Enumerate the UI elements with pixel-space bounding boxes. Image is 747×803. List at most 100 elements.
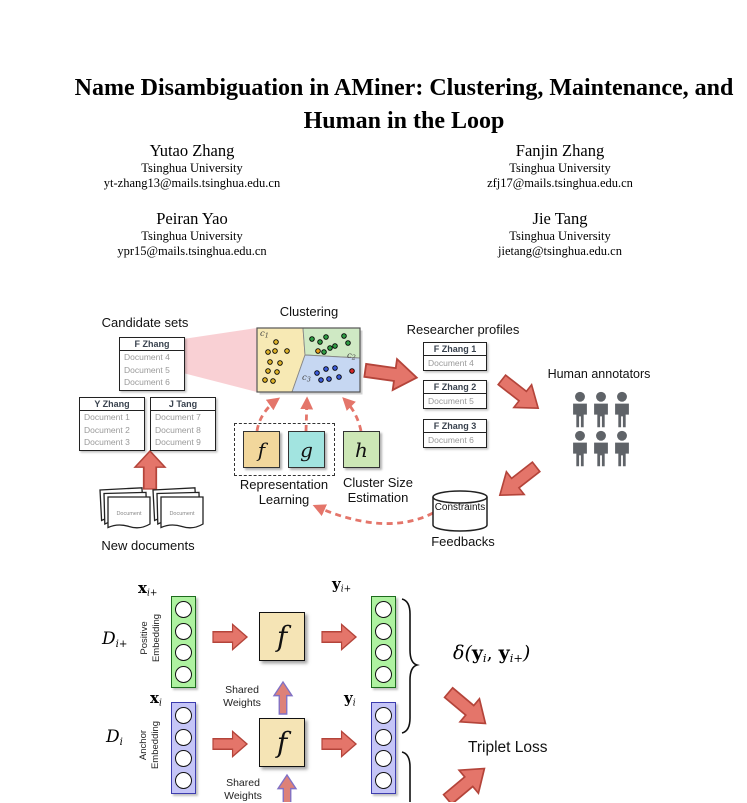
- author-email: ypr15@mails.tsinghua.edu.cn: [117, 243, 267, 258]
- human-annotators-icons: [573, 391, 629, 467]
- anchor-embedding-label: Anchor Embedding: [138, 720, 161, 770]
- profile-card-f-zhang-3: F Zhang 3 Document 6: [423, 419, 487, 448]
- author-affiliation: Tsinghua University: [141, 229, 243, 243]
- arrow-positive-input: [212, 623, 248, 651]
- clustering-label: Clustering: [279, 304, 339, 319]
- card-row: Document 6: [124, 377, 170, 387]
- arrow-anchor-output: [321, 730, 357, 758]
- function-box-f-anchor: f: [259, 718, 305, 767]
- document-stack-right: Document: [152, 487, 204, 529]
- arrow-newdocs-to-candidates: [134, 450, 166, 490]
- card-row: Document 8: [155, 424, 201, 435]
- arrow-annotators-to-constraints: [490, 454, 546, 508]
- dashed-arrow-f-to-clustering: [255, 397, 281, 432]
- document-stack-right-label: Document: [169, 511, 195, 517]
- representation-learning-group-box: [234, 423, 335, 476]
- paper-title: Name Disambiguation in AMiner: Clusterin…: [8, 72, 747, 138]
- arrow-bottom-to-tripletloss: [437, 756, 495, 802]
- clustering-plot: [256, 327, 363, 395]
- shared-weights-arrow-bottom: [277, 774, 297, 802]
- triplet-loss-label: Triplet Loss: [468, 739, 548, 756]
- researcher-profiles-label: Researcher profiles: [406, 322, 520, 337]
- card-title: J Tang: [151, 398, 215, 411]
- card-title: F Zhang: [120, 338, 184, 351]
- shared-weights-label-bottom: Shared Weights: [224, 777, 262, 802]
- output-vector-anchor-label: yi: [344, 689, 356, 709]
- dashed-arrow-constraints-to-learning: [312, 504, 434, 525]
- anchor-input-vector: [171, 702, 196, 794]
- zoom-beam: [183, 328, 257, 392]
- document-stack-left: Document: [99, 487, 151, 529]
- card-row: Document 4: [428, 358, 474, 368]
- cluster-label-c3: c3: [302, 373, 311, 384]
- profile-card-f-zhang-1: F Zhang 1 Document 4: [423, 342, 487, 371]
- cluster-dots: [262, 333, 355, 384]
- candidate-sets-label: Candidate sets: [101, 315, 189, 330]
- author-block-jie-tang: Jie Tang Tsinghua University jietang@tsi…: [410, 209, 710, 258]
- card-title: F Zhang 1: [424, 343, 486, 356]
- arrow-clustering-to-profiles: [362, 354, 420, 394]
- card-row: Document 7: [155, 412, 201, 422]
- author-email: zfj17@mails.tsinghua.edu.cn: [487, 175, 633, 190]
- dataset-positive-label: Di+: [102, 629, 128, 650]
- card-row: Document 5: [428, 396, 474, 406]
- cluster-size-estimation-label: Cluster Size Estimation: [342, 475, 414, 505]
- bottom-partial-brace: [401, 751, 411, 802]
- author-name: Jie Tang: [532, 209, 588, 228]
- card-title: F Zhang 2: [424, 381, 486, 394]
- positive-embedding-label: Positive Embedding: [139, 613, 162, 663]
- card-row: Document 1: [84, 412, 130, 422]
- function-box-f: f: [243, 431, 280, 468]
- author-block-yutao-zhang: Yutao Zhang Tsinghua University yt-zhang…: [42, 141, 342, 190]
- card-title: Y Zhang: [80, 398, 144, 411]
- human-annotators-label: Human annotators: [547, 367, 651, 381]
- card-row: Document 6: [428, 435, 474, 445]
- candidate-card-f-zhang: F Zhang Document 4 Document 5 Document 6: [119, 337, 185, 391]
- output-vector-positive-label: yi+: [332, 575, 352, 595]
- author-block-peiran-yao: Peiran Yao Tsinghua University ypr15@mai…: [42, 209, 342, 258]
- shared-weights-arrow-top: [273, 681, 293, 715]
- candidate-card-j-tang: J Tang Document 7 Document 8 Document 9: [150, 397, 216, 451]
- anchor-output-vector: [371, 702, 396, 794]
- card-row: Document 2: [84, 424, 130, 435]
- document-stack-left-label: Document: [116, 511, 142, 517]
- positive-output-vector: [371, 596, 396, 688]
- card-row: Document 5: [124, 364, 170, 375]
- cluster-label-c1: c1: [260, 329, 269, 340]
- input-vector-anchor-label: xi: [150, 689, 162, 709]
- author-email: jietang@tsinghua.edu.cn: [498, 243, 622, 258]
- cluster-label-c2: c2: [347, 351, 356, 362]
- author-affiliation: Tsinghua University: [509, 229, 611, 243]
- author-email: yt-zhang13@mails.tsinghua.edu.cn: [103, 175, 281, 190]
- function-box-f-positive: f: [259, 612, 305, 661]
- arrow-positive-output: [321, 623, 357, 651]
- paper-title-line1: Name Disambiguation in AMiner: Clusterin…: [74, 75, 734, 101]
- paper-title-line2: Human in the Loop: [303, 108, 505, 134]
- dashed-arrow-h-to-clustering: [342, 397, 363, 432]
- dashed-arrow-g-to-clustering: [300, 396, 314, 432]
- author-name: Peiran Yao: [156, 209, 228, 228]
- function-box-h: h: [343, 431, 380, 468]
- arrow-anchor-input: [212, 730, 248, 758]
- distance-formula: δ(yi, yi+): [453, 642, 531, 666]
- constraints-database-icon: [432, 490, 488, 532]
- profile-card-f-zhang-2: F Zhang 2 Document 5: [423, 380, 487, 409]
- shared-weights-label-top: Shared Weights: [223, 684, 261, 709]
- input-vector-positive-label: xi+: [138, 579, 158, 599]
- card-row: Document 3: [84, 437, 130, 447]
- card-title: F Zhang 3: [424, 420, 486, 433]
- feedbacks-label: Feedbacks: [431, 534, 495, 549]
- author-name: Yutao Zhang: [149, 141, 235, 160]
- new-documents-label: New documents: [101, 538, 195, 553]
- distance-brace: [401, 598, 420, 734]
- card-row: Document 9: [155, 437, 201, 447]
- author-affiliation: Tsinghua University: [509, 161, 611, 175]
- author-block-fanjin-zhang: Fanjin Zhang Tsinghua University zfj17@m…: [410, 141, 710, 190]
- representation-learning-label: Representation Learning: [239, 477, 329, 507]
- function-box-g: g: [288, 431, 325, 468]
- positive-input-vector: [171, 596, 196, 688]
- candidate-card-y-zhang: Y Zhang Document 1 Document 2 Document 3: [79, 397, 145, 451]
- arrow-distance-to-tripletloss: [438, 680, 496, 736]
- author-affiliation: Tsinghua University: [141, 161, 243, 175]
